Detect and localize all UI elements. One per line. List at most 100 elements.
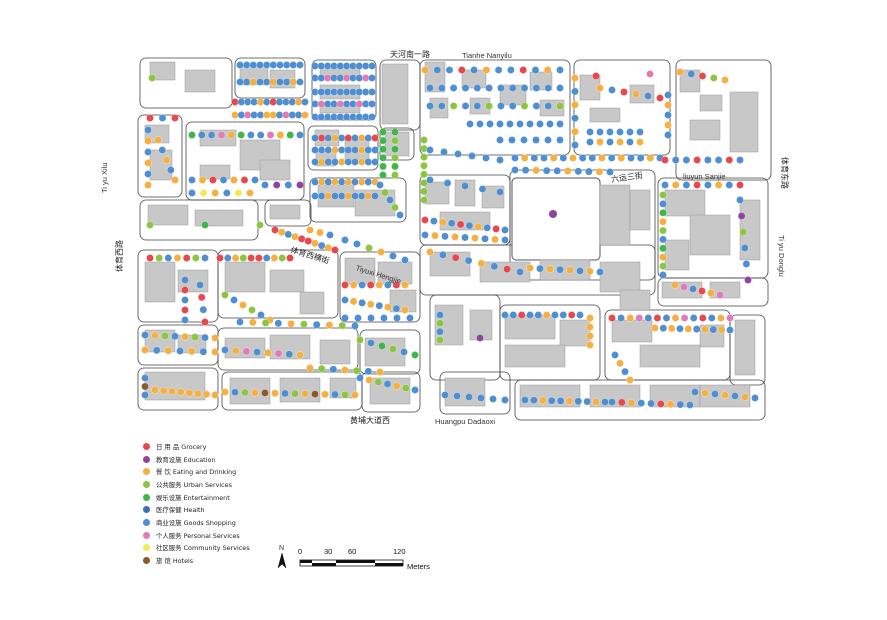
- poi-dot: [291, 232, 299, 241]
- poi-dot: [483, 224, 491, 232]
- poi-dot: [201, 318, 209, 326]
- poi-dot: [237, 131, 245, 139]
- poi-dot: [349, 281, 358, 289]
- poi-dot: [296, 61, 304, 69]
- poi-dot: [321, 390, 329, 399]
- poi-dot: [401, 306, 409, 314]
- poi-dot: [330, 100, 338, 108]
- poi-dot: [371, 146, 379, 154]
- poi-dot: [281, 389, 289, 398]
- poi-dot: [341, 236, 349, 244]
- poi-dot: [248, 306, 256, 314]
- poi-dot: [392, 281, 401, 289]
- poi-dot: [490, 262, 499, 271]
- poi-dot: [698, 72, 707, 80]
- poi-dot: [361, 74, 370, 82]
- poi-dot: [358, 299, 366, 307]
- poi-dot: [526, 264, 534, 272]
- poi-dot: [326, 231, 334, 239]
- poi-dot: [736, 196, 744, 204]
- poi-dot: [492, 225, 500, 233]
- poi-dot: [556, 265, 564, 274]
- poi-dot: [544, 84, 552, 92]
- poi-dot: [464, 256, 473, 265]
- poi-dot: [171, 176, 179, 184]
- poi-dot: [699, 314, 707, 322]
- poi-dot: [739, 228, 747, 236]
- building: [144, 261, 176, 303]
- poi-dot: [592, 398, 600, 406]
- poi-dot: [391, 145, 399, 153]
- poi-dot: [521, 396, 529, 404]
- poi-dot: [262, 254, 271, 262]
- poi-dot: [651, 324, 659, 332]
- poi-dot: [566, 266, 574, 275]
- poi-dot: [336, 62, 345, 70]
- building: [599, 184, 631, 246]
- poi-dot: [741, 393, 749, 401]
- poi-dot: [430, 217, 438, 225]
- poi-dot: [199, 305, 208, 314]
- poi-dot: [704, 156, 712, 164]
- poi-dot: [526, 311, 534, 319]
- poi-dot: [438, 102, 446, 110]
- poi-dot: [148, 74, 156, 82]
- poi-dot: [282, 78, 291, 86]
- poi-dot: [236, 61, 244, 69]
- poi-dot: [717, 326, 726, 334]
- poi-dot: [710, 74, 718, 82]
- poi-dot: [468, 152, 476, 160]
- poi-dot: [664, 91, 672, 99]
- poi-dot: [297, 235, 306, 243]
- poi-dot: [680, 283, 688, 291]
- scale-bar-segment: [312, 563, 324, 566]
- legend-label: 教育设施 Education: [156, 455, 216, 464]
- poi-dot: [317, 146, 326, 154]
- poi-dot: [586, 332, 594, 340]
- poi-dot: [721, 391, 729, 399]
- poi-dot: [532, 84, 541, 92]
- poi-dot: [586, 323, 594, 331]
- building: [194, 209, 244, 227]
- poi-dot: [237, 111, 246, 119]
- poi-dot: [556, 397, 565, 405]
- street-label-liuyun-sanjie-en: liuyun Sanjie: [683, 172, 726, 181]
- poi-dot: [381, 188, 389, 197]
- poi-dot: [606, 128, 614, 136]
- poi-dot: [263, 98, 271, 106]
- poi-dot: [520, 84, 529, 92]
- poi-dot: [284, 230, 293, 239]
- poi-dot: [344, 178, 353, 186]
- poi-dot: [337, 146, 346, 154]
- poi-dot: [324, 158, 333, 166]
- poi-dot: [436, 336, 444, 344]
- poi-dot: [701, 325, 709, 334]
- poi-dot: [349, 100, 357, 108]
- poi-dot: [231, 254, 240, 262]
- poi-dot: [331, 134, 339, 142]
- poi-dot: [532, 166, 540, 175]
- north-arrow-icon: [277, 552, 287, 569]
- poi-dot: [361, 100, 370, 108]
- poi-dot: [182, 254, 191, 262]
- poi-dot: [458, 66, 466, 74]
- building: [734, 319, 756, 376]
- legend-dot: [143, 557, 150, 565]
- poi-dot: [253, 348, 261, 356]
- poi-dot: [571, 141, 579, 149]
- poi-dot: [311, 62, 319, 70]
- poi-dot: [496, 156, 504, 164]
- poi-dot: [646, 154, 655, 162]
- poi-dot: [188, 189, 196, 197]
- scale-bar-segment: [375, 563, 403, 566]
- poi-dot: [257, 311, 265, 319]
- poi-dot: [449, 102, 458, 110]
- poi-dot: [556, 136, 564, 144]
- poi-dot: [477, 394, 485, 402]
- poi-dot: [171, 114, 179, 122]
- poi-dot: [144, 137, 152, 145]
- poi-dot: [451, 233, 459, 241]
- poi-dot: [266, 131, 275, 139]
- poi-dot: [714, 156, 723, 164]
- poi-dot: [574, 167, 583, 176]
